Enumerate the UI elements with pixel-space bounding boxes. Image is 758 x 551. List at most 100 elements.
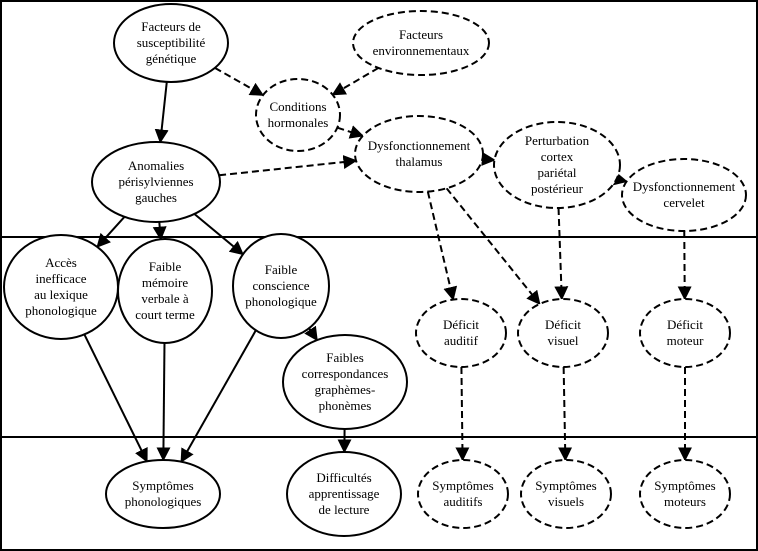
node-shape-symptomes-auditifs	[417, 459, 509, 529]
edge-conscience-phonologique-to-symptomes-phonologiques	[180, 329, 257, 464]
node-label-difficultes-lecture-0: Difficultés	[316, 470, 371, 485]
node-label-symptomes-phonologiques-1: phonologiques	[125, 494, 202, 509]
node-label-facteurs-genetiques-0: Facteurs de	[141, 19, 201, 34]
node-label-conscience-phonologique-2: phonologique	[245, 294, 317, 309]
node-label-perturbation-cortex-1: cortex	[541, 149, 574, 164]
node-label-facteurs-genetiques-1: susceptibilité	[137, 35, 206, 50]
node-label-conscience-phonologique-1: conscience	[252, 278, 309, 293]
node-shape-conditions-hormonales	[255, 78, 341, 152]
edge-dysfonctionnement-thalamus-to-deficit-visuel	[445, 187, 541, 306]
node-label-facteurs-environnementaux-0: Facteurs	[399, 27, 443, 42]
node-label-deficit-moteur-0: Déficit	[667, 317, 703, 332]
edge-anomalies-perisylviennes-to-conscience-phonologique	[193, 213, 245, 256]
node-label-correspondances-graphemes-1: correspondances	[302, 366, 389, 381]
node-label-symptomes-visuels-0: Symptômes	[535, 478, 596, 493]
node-label-deficit-visuel-1: visuel	[547, 333, 578, 348]
node-label-perturbation-cortex-3: postérieur	[531, 181, 584, 196]
node-label-symptomes-auditifs-1: auditifs	[444, 494, 483, 509]
node-label-deficit-moteur-1: moteur	[667, 333, 704, 348]
node-label-difficultes-lecture-2: de lecture	[319, 502, 370, 517]
node-shape-symptomes-moteurs	[639, 459, 731, 529]
edge-dysfonctionnement-thalamus-to-perturbation-cortex	[481, 152, 496, 166]
node-label-symptomes-moteurs-1: moteurs	[664, 494, 706, 509]
edge-facteurs-genetiques-to-conditions-hormonales	[214, 67, 265, 97]
node-label-conscience-phonologique-0: Faible	[265, 262, 298, 277]
node-label-dysfonctionnement-thalamus-1: thalamus	[396, 154, 443, 169]
edge-deficit-visuel-to-symptomes-visuels	[558, 366, 573, 462]
edge-deficit-auditif-to-symptomes-auditifs	[455, 366, 470, 462]
edge-anomalies-perisylviennes-to-dysfonctionnement-thalamus	[218, 155, 358, 177]
node-label-correspondances-graphemes-3: phonèmes	[319, 398, 372, 413]
node-label-deficit-visuel-0: Déficit	[545, 317, 581, 332]
node-label-perturbation-cortex-0: Perturbation	[525, 133, 590, 148]
nodes-layer: Facteurs desusceptibilitégénétiqueFacteu…	[3, 3, 747, 537]
node-label-correspondances-graphemes-2: graphèmes-	[315, 382, 376, 397]
node-label-acces-lexique-1: inefficace	[36, 271, 87, 286]
node-shape-deficit-moteur	[639, 298, 731, 368]
node-label-deficit-auditif-0: Déficit	[443, 317, 479, 332]
node-shape-conscience-phonologique	[232, 233, 330, 339]
node-shape-deficit-visuel	[517, 298, 609, 368]
node-label-facteurs-environnementaux-1: environnementaux	[373, 43, 470, 58]
node-label-conditions-hormonales-0: Conditions	[269, 99, 326, 114]
node-label-difficultes-lecture-1: apprentissage	[309, 486, 380, 501]
node-label-dysfonctionnement-cervelet-0: Dysfonctionnement	[633, 179, 736, 194]
edge-anomalies-perisylviennes-to-memoire-verbale	[152, 221, 167, 241]
edge-anomalies-perisylviennes-to-acces-lexique	[96, 216, 126, 248]
edge-perturbation-cortex-to-dysfonctionnement-cervelet	[612, 171, 628, 186]
node-shape-deficit-auditif	[415, 298, 507, 368]
node-label-facteurs-genetiques-2: génétique	[146, 51, 197, 66]
node-label-dysfonctionnement-thalamus-0: Dysfonctionnement	[368, 138, 471, 153]
node-label-anomalies-perisylviennes-1: périsylviennes	[118, 174, 193, 189]
node-label-symptomes-auditifs-0: Symptômes	[432, 478, 493, 493]
node-label-perturbation-cortex-2: pariétal	[538, 165, 577, 180]
edge-dysfonctionnement-thalamus-to-deficit-auditif	[426, 191, 458, 301]
edges-layer	[83, 67, 692, 464]
node-shape-correspondances-graphemes	[282, 334, 408, 430]
node-label-correspondances-graphemes-0: Faibles	[326, 350, 364, 365]
edge-perturbation-cortex-to-deficit-visuel	[554, 207, 569, 301]
node-shape-symptomes-phonologiques	[105, 459, 221, 529]
node-label-memoire-verbale-1: mémoire	[142, 275, 188, 290]
node-shape-dysfonctionnement-thalamus	[354, 115, 484, 193]
edge-conscience-phonologique-to-correspondances-graphemes	[304, 325, 318, 342]
edge-facteurs-environnementaux-to-conditions-hormonales	[331, 67, 379, 96]
node-label-memoire-verbale-0: Faible	[149, 259, 182, 274]
node-label-memoire-verbale-2: verbale à	[141, 291, 189, 306]
node-label-symptomes-phonologiques-0: Symptômes	[132, 478, 193, 493]
edge-facteurs-genetiques-to-anomalies-perisylviennes	[154, 81, 169, 144]
edge-conditions-hormonales-to-dysfonctionnement-thalamus	[337, 125, 365, 139]
node-label-deficit-auditif-1: auditif	[444, 333, 479, 348]
node-label-anomalies-perisylviennes-0: Anomalies	[128, 158, 184, 173]
node-label-anomalies-perisylviennes-2: gauches	[135, 190, 177, 205]
node-shape-difficultes-lecture	[286, 451, 402, 537]
node-shape-dysfonctionnement-cervelet	[621, 158, 747, 232]
node-shape-perturbation-cortex	[493, 121, 621, 209]
node-label-symptomes-visuels-1: visuels	[548, 494, 584, 509]
node-label-dysfonctionnement-cervelet-1: cervelet	[663, 195, 705, 210]
node-label-conditions-hormonales-1: hormonales	[268, 115, 329, 130]
node-label-symptomes-moteurs-0: Symptômes	[654, 478, 715, 493]
node-shape-facteurs-genetiques	[113, 3, 229, 83]
edge-acces-lexique-to-symptomes-phonologiques	[83, 333, 148, 463]
node-shape-facteurs-environnementaux	[352, 10, 490, 76]
node-label-memoire-verbale-3: court terme	[135, 307, 195, 322]
